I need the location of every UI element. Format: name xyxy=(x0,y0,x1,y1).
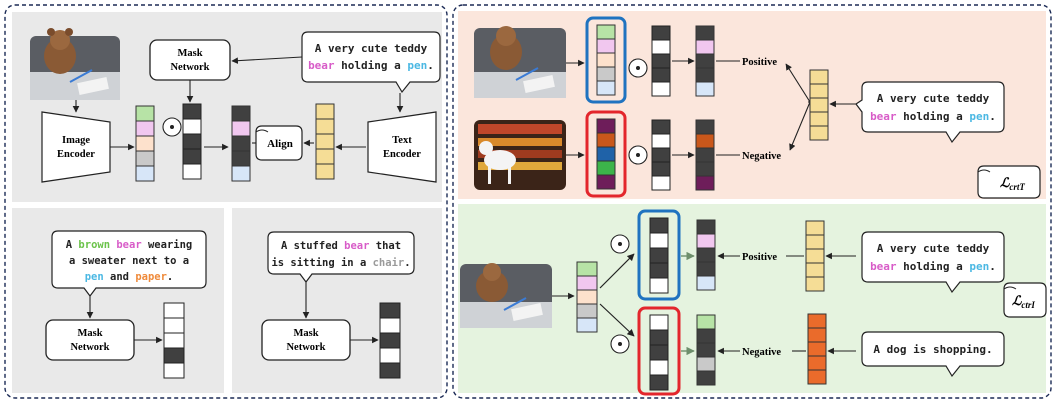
dot-operator-icon-rb1-center xyxy=(618,242,622,246)
negative-label-top: Negative xyxy=(742,151,781,162)
arrow-anchor-to-negative-mask xyxy=(599,303,635,337)
mask-vector-rt1 xyxy=(651,25,671,97)
mask-vector-ex2 xyxy=(379,302,401,379)
image-feature-vector-left xyxy=(135,105,155,182)
caption-teddy-rb-line1: A very cute teddy xyxy=(877,242,990,255)
loss-crtT-label: ℒcrtT xyxy=(1000,175,1025,192)
mask-network-ex1-label-1: Mask xyxy=(77,328,102,339)
align-document-icon xyxy=(255,125,303,161)
caption-teddy-rb-line2: bear holding a pen. xyxy=(870,260,996,273)
negative-image-frame xyxy=(585,110,627,198)
dot-operator-icon-rt1-center xyxy=(636,66,640,70)
image-feature-vector-anchor xyxy=(576,261,598,333)
mask-vector-rt2 xyxy=(651,119,671,191)
image-encoder xyxy=(41,111,111,183)
caption-bubble-dog xyxy=(861,331,1005,378)
text-feature-vector-rt xyxy=(809,69,829,141)
caption-bubble-stuffed-bear xyxy=(267,231,415,283)
image-encoder-label-1: Image xyxy=(62,135,90,146)
caption-bubble-brown-bear xyxy=(51,230,207,297)
text-feature-vector-positive-rb xyxy=(805,220,825,292)
text-encoder-label-2: Encoder xyxy=(383,149,421,160)
arrow-text-to-negative xyxy=(789,101,811,151)
mask-vector-ex1 xyxy=(163,302,185,379)
masked-vector-negative xyxy=(695,119,715,191)
image-encoder-label-2: Encoder xyxy=(57,149,95,160)
positive-image-frame xyxy=(585,16,627,104)
dot-operator-icon-center xyxy=(170,125,174,129)
caption-brown-bear-line1: A brown bear wearing xyxy=(66,239,192,251)
text-encoder xyxy=(367,111,437,183)
image-feature-vector-positive xyxy=(596,24,616,96)
caption-stuffed-line2: is sitting in a chair. xyxy=(271,257,410,269)
mask-network-label-2: Network xyxy=(170,62,209,73)
loss-ctrI-label: ℒctrI xyxy=(1012,293,1035,310)
mask-vector-positive-text xyxy=(649,217,669,294)
positive-label-top: Positive xyxy=(742,57,777,68)
teddy-bear-image-anchor xyxy=(460,263,552,328)
mask-network-box xyxy=(149,39,231,81)
arrow-text-to-positive xyxy=(785,63,811,103)
masked-vector-anchor-negative xyxy=(696,314,716,386)
masked-vector-positive xyxy=(695,25,715,97)
dot-operator-icon-rt2-center xyxy=(636,153,640,157)
masked-feature-vector-left xyxy=(231,105,251,182)
text-feature-vector-negative-rb xyxy=(807,313,827,385)
mask-network-ex2-label-1: Mask xyxy=(293,328,318,339)
caption-teddy-left-line2: bear holding a pen. xyxy=(308,59,434,72)
mask-network-label-1: Mask xyxy=(177,48,202,59)
loss-crtT-scroll-icon xyxy=(977,165,1041,199)
mask-vector-negative-text xyxy=(649,314,669,391)
mask-network-ex2-label-2: Network xyxy=(286,342,325,353)
positive-mask-frame xyxy=(637,209,681,301)
dot-operator-icon-rb2-center xyxy=(618,342,622,346)
right-outer-frame xyxy=(452,4,1052,399)
text-encoder-label-1: Text xyxy=(392,135,412,146)
caption-brown-bear-line3: pen and paper. xyxy=(85,271,174,283)
left-outer-frame xyxy=(4,4,448,399)
mask-vector-left xyxy=(182,103,202,180)
negative-mask-frame xyxy=(637,306,681,396)
caption-teddy-rt-line2: bear holding a pen. xyxy=(870,110,996,123)
mask-network-box-ex1 xyxy=(45,319,135,361)
text-feature-vector-left xyxy=(315,103,335,180)
caption-stuffed-line1: A stuffed bear that xyxy=(281,240,401,252)
negative-label-bottom: Negative xyxy=(742,347,781,358)
align-label: Align xyxy=(267,138,293,150)
arrow-caption-to-mask xyxy=(231,56,303,64)
caption-bubble-teddy-rt xyxy=(855,81,1005,144)
masked-vector-anchor-positive xyxy=(696,219,716,291)
caption-dog: A dog is shopping. xyxy=(873,343,992,356)
mask-network-box-ex2 xyxy=(261,319,351,361)
positive-label-bottom: Positive xyxy=(742,252,777,263)
teddy-bear-image-positive xyxy=(474,26,566,98)
teddy-bear-image xyxy=(30,28,120,100)
caption-brown-bear-line2: a sweater next to a xyxy=(69,255,189,267)
mask-network-ex1-label-2: Network xyxy=(70,342,109,353)
caption-teddy-rt-line1: A very cute teddy xyxy=(877,92,990,105)
dog-shopping-image xyxy=(474,120,566,190)
caption-teddy-left-line1: A very cute teddy xyxy=(315,42,428,55)
image-feature-vector-negative xyxy=(596,118,616,190)
caption-bubble-teddy-left xyxy=(301,31,441,94)
caption-bubble-teddy-rb xyxy=(861,231,1005,294)
loss-ctrI-scroll-icon xyxy=(1003,282,1047,318)
arrow-anchor-to-positive-mask xyxy=(599,253,635,289)
